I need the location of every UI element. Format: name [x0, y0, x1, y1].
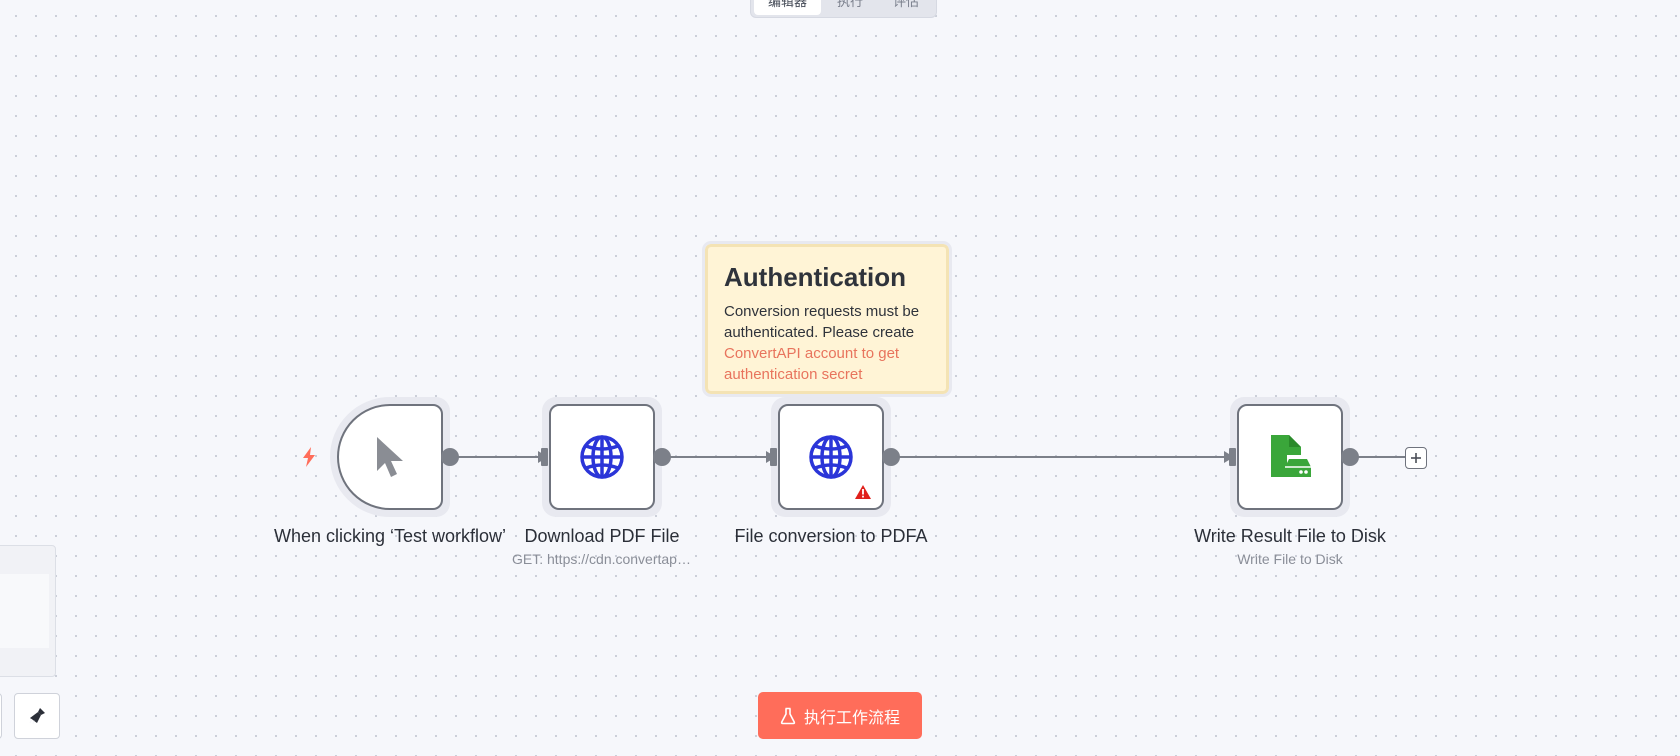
node-download-pdf[interactable]: Download PDF File GET: https://cdn.conve… — [512, 397, 692, 567]
node-manual-trigger[interactable]: When clicking ‘Test workflow’ — [274, 397, 506, 546]
node-write-box[interactable] — [1237, 404, 1343, 510]
node-label: When clicking ‘Test workflow’ — [273, 526, 507, 546]
input-handle[interactable] — [770, 448, 777, 466]
globe-icon — [580, 435, 624, 479]
sticky-body: Conversion requests must be authenticate… — [724, 301, 930, 385]
node-subtitle: GET: https://cdn.convertapi.com/cara/tes… — [512, 551, 692, 567]
view-tabs: 编辑器 执行 评估 — [750, 0, 938, 18]
sticky-note[interactable]: Authentication Conversion requests must … — [702, 241, 952, 397]
plus-icon — [1411, 453, 1421, 463]
tab-executions[interactable]: 执行 — [837, 0, 864, 9]
node-file-conversion[interactable]: File conversion to PDFA — [734, 397, 928, 546]
flask-icon — [780, 707, 796, 724]
output-handle[interactable] — [882, 448, 900, 466]
node-subtitle: Write File to Disk — [1237, 551, 1343, 567]
cursor-icon — [377, 437, 403, 477]
lightning-bolt-icon — [303, 447, 315, 467]
node-label: Download PDF File — [524, 526, 680, 546]
side-panel-content — [0, 574, 49, 648]
convertapi-link[interactable]: ConvertAPI account to get authentication… — [724, 345, 900, 383]
side-panel — [0, 545, 56, 677]
add-node-button[interactable] — [1405, 447, 1427, 469]
output-handle[interactable] — [653, 448, 671, 466]
tab-editor[interactable]: 编辑器 — [754, 0, 822, 15]
node-trigger-box[interactable] — [337, 404, 443, 510]
broom-icon — [29, 708, 45, 725]
execute-workflow-button[interactable]: 执行工作流程 — [758, 692, 922, 739]
node-conversion-box[interactable] — [778, 404, 884, 510]
output-handle[interactable] — [1341, 448, 1359, 466]
node-label: File conversion to PDFA — [734, 526, 928, 546]
globe-icon — [809, 435, 853, 479]
canvas-control-button[interactable] — [0, 693, 2, 739]
sticky-text: Conversion requests must be authenticate… — [724, 303, 920, 341]
node-label: Write Result File to Disk — [1194, 526, 1386, 546]
input-handle[interactable] — [1229, 448, 1236, 466]
warning-icon[interactable] — [854, 484, 872, 500]
execute-workflow-label: 执行工作流程 — [803, 707, 900, 727]
sticky-title: Authentication — [724, 262, 906, 292]
output-handle[interactable] — [441, 448, 459, 466]
tab-evaluations[interactable]: 评估 — [893, 0, 920, 9]
node-download-box[interactable] — [549, 404, 655, 510]
file-disk-icon — [1271, 435, 1311, 477]
tidy-up-button[interactable] — [14, 693, 60, 739]
node-write-file[interactable]: Write Result File to Disk Write File to … — [1194, 397, 1386, 567]
input-handle[interactable] — [541, 448, 548, 466]
